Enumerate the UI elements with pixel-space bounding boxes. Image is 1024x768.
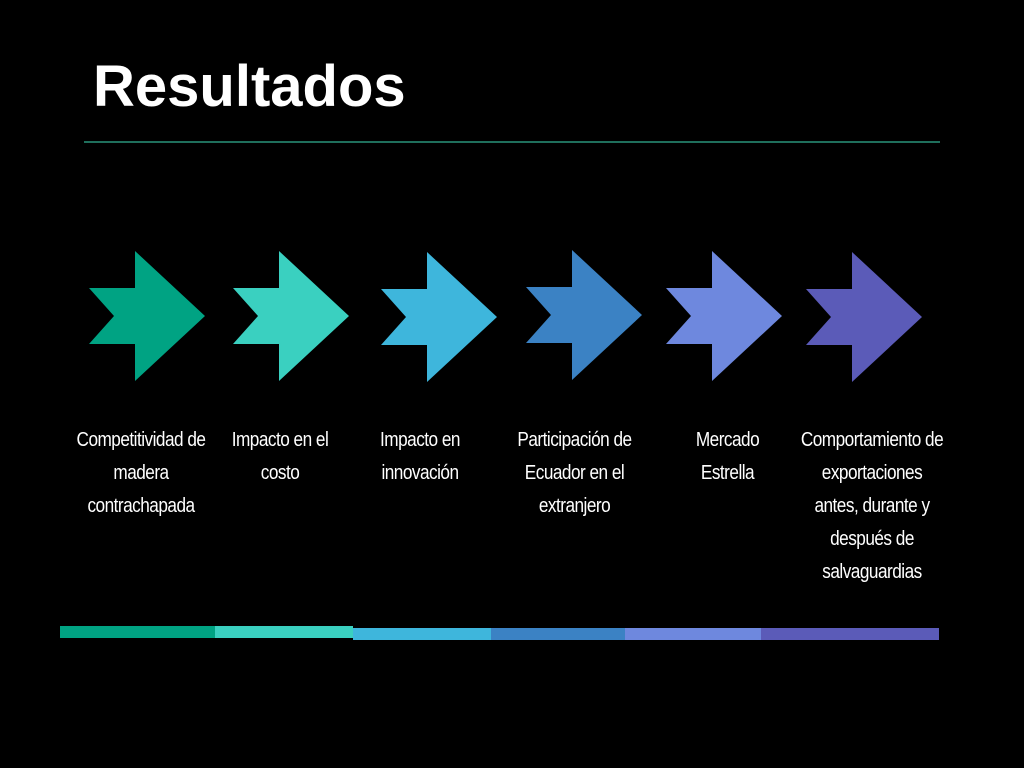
step-3-arrow-icon — [381, 252, 497, 382]
step-6-arrow-icon — [806, 252, 922, 382]
bar-segment-3 — [353, 628, 491, 640]
step-3-label: Impacto en innovación — [380, 429, 460, 484]
bar-segment-2 — [215, 626, 353, 638]
bar-segment-4 — [491, 628, 625, 640]
step-2-label: Impacto en el costo — [231, 429, 329, 484]
step-1-label: Competitividad de madera contrachapada — [76, 429, 206, 517]
step-5-arrow-icon — [666, 251, 782, 381]
title-divider — [84, 141, 940, 143]
progress-color-bar — [60, 626, 940, 640]
slide-title: Resultados — [93, 54, 406, 119]
step-6-label: Comportamiento de exportaciones antes, d… — [800, 429, 944, 583]
step-1-arrow-icon — [89, 251, 205, 381]
step-2-arrow-icon — [233, 251, 349, 381]
bar-segment-6 — [761, 628, 939, 640]
step-5-label: Mercado Estrella — [695, 429, 760, 484]
step-4-arrow-icon — [526, 250, 642, 380]
bar-segment-1 — [60, 626, 215, 638]
bar-segment-5 — [625, 628, 761, 640]
step-4-label: Participación de Ecuador en el extranjer… — [517, 429, 632, 517]
